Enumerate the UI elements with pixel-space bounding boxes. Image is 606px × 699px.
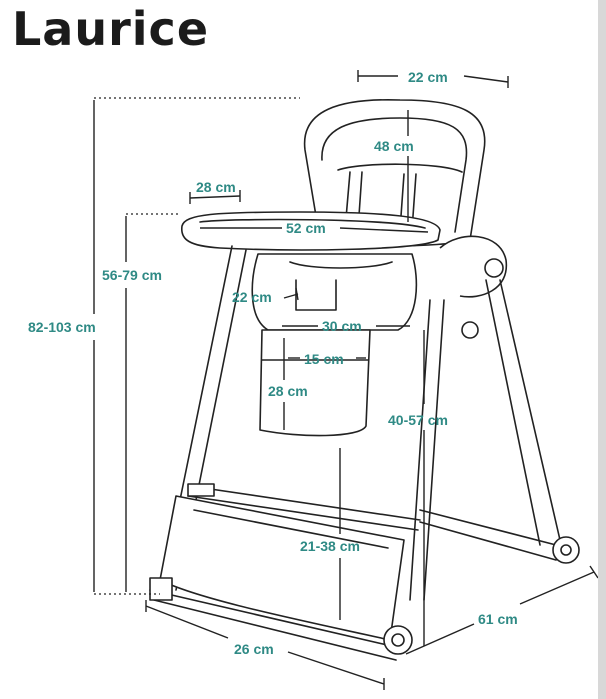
hinge: [439, 235, 508, 298]
label-backrest-width: 22 cm: [408, 69, 448, 85]
label-base-depth: 61 cm: [478, 611, 518, 627]
label-tray-width: 52 cm: [286, 220, 326, 236]
footrest: [159, 495, 405, 641]
label-tray-depth: 28 cm: [196, 179, 236, 195]
right-border: [598, 0, 606, 699]
label-total-height: 82-103 cm: [28, 319, 96, 335]
seat: [251, 253, 418, 331]
label-base-width: 26 cm: [234, 641, 274, 657]
label-backrest-height: 48 cm: [374, 138, 414, 154]
label-armrest: 22 cm: [232, 289, 272, 305]
label-seat-width: 30 cm: [322, 318, 362, 334]
label-seat-depth: 15 cm: [304, 351, 344, 367]
label-seat-height: 28 cm: [268, 383, 308, 399]
seat-lower: [259, 329, 371, 437]
product-title: Laurice: [12, 2, 210, 56]
chair-illustration: [149, 98, 580, 661]
label-seat-floor-height: 40-57 cm: [388, 412, 448, 428]
dimension-lines: [93, 70, 599, 690]
label-footrest-height: 21-38 cm: [300, 538, 360, 554]
label-tray-height: 56-79 cm: [102, 267, 162, 283]
